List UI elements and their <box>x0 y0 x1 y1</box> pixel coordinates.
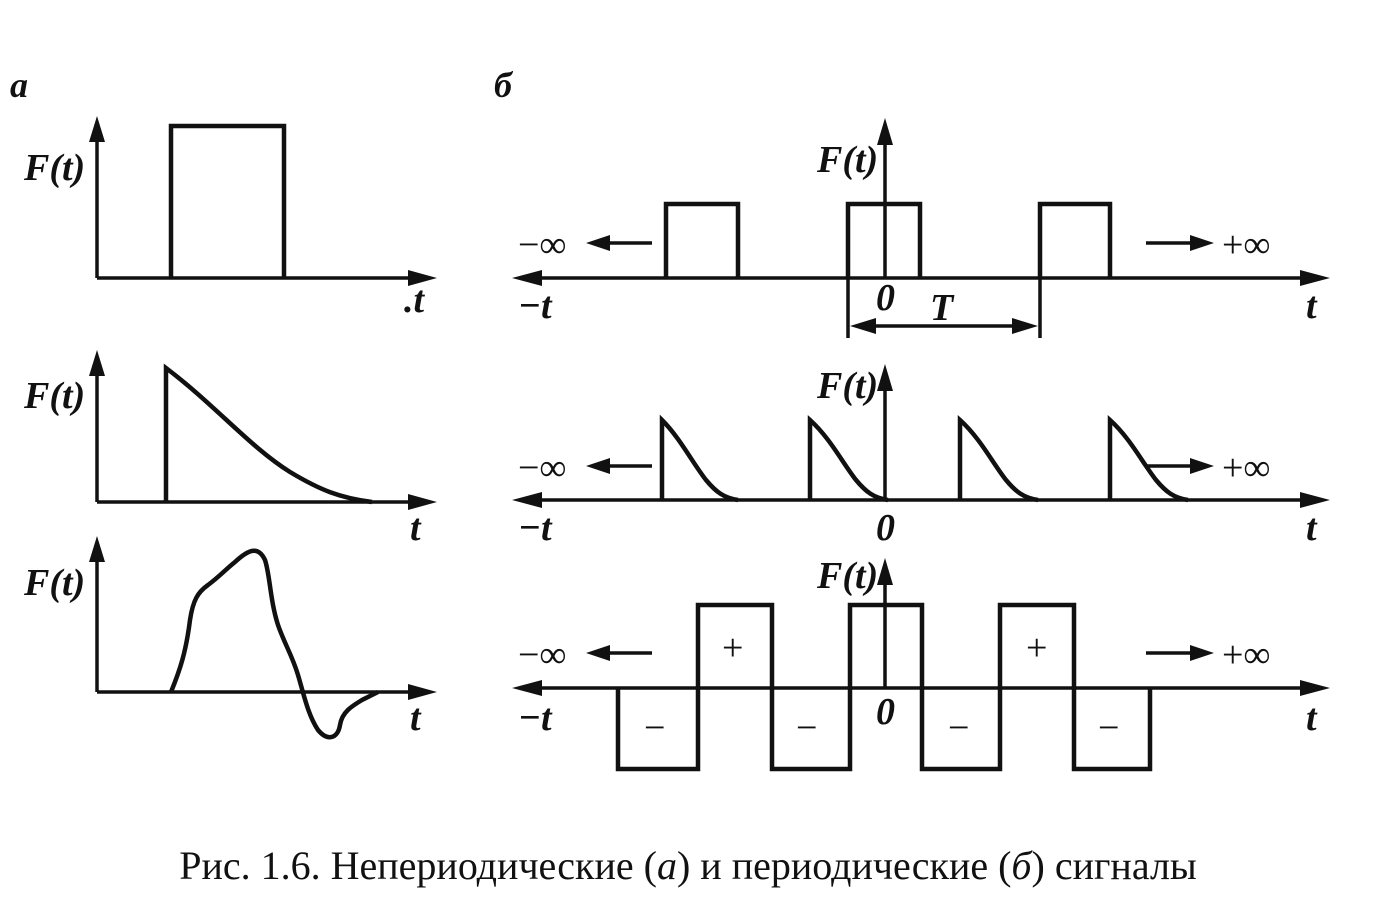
x-arrowhead <box>408 494 437 510</box>
x-arrowhead-right <box>1300 680 1330 696</box>
exp-pulse-1 <box>659 414 739 503</box>
minus-t-label: −t <box>518 285 553 327</box>
f-of-t-label: F(t) <box>23 562 85 604</box>
plus-infinity-label: +∞ <box>1222 447 1271 489</box>
minus-t-label: −t <box>518 697 553 739</box>
aperiodic-rect-plot: F(t) .t <box>23 116 437 321</box>
aperiodic-arbitrary-plot: F(t) t <box>23 536 437 740</box>
zero-label: 0 <box>876 691 895 733</box>
y-arrowhead <box>89 116 105 142</box>
plus-infinity-label: +∞ <box>1222 634 1271 676</box>
x-arrowhead-left <box>512 492 542 508</box>
left-direction-arrowhead <box>586 645 610 661</box>
exp-pulse-3 <box>957 414 1039 503</box>
f-of-t-label: F(t) <box>23 147 85 189</box>
pulse-2 <box>845 201 923 278</box>
exp-pulse <box>163 363 373 505</box>
minus-sign-2: − <box>796 707 817 749</box>
panel-label-a: а <box>10 65 28 105</box>
left-direction-arrowhead <box>586 235 610 251</box>
y-arrowhead <box>89 350 105 376</box>
x-arrowhead-right <box>1300 270 1330 286</box>
period-label: T <box>930 287 955 329</box>
period-arrowhead-left <box>850 318 876 334</box>
t-label: .t <box>404 279 426 321</box>
t-label: t <box>410 697 422 739</box>
minus-infinity-label: −∞ <box>518 634 567 676</box>
y-arrowhead <box>877 118 893 145</box>
minus-infinity-label: −∞ <box>518 447 567 489</box>
f-of-t-label: F(t) <box>23 375 85 417</box>
zero-label: 0 <box>876 277 895 319</box>
f-of-t-label: F(t) <box>816 555 878 597</box>
right-direction-arrowhead <box>1190 235 1214 251</box>
x-arrowhead-right <box>1300 492 1330 508</box>
right-direction-arrowhead <box>1190 458 1214 474</box>
exp-pulse-4 <box>1107 414 1189 503</box>
exp-pulse-2 <box>807 414 889 503</box>
x-arrowhead <box>408 270 437 286</box>
caption-suffix: ) сигналы <box>1031 843 1197 888</box>
aperiodic-exp-plot: F(t) t <box>23 350 437 549</box>
minus-t-label: −t <box>518 507 553 549</box>
t-label: t <box>1306 285 1318 327</box>
t-label: t <box>410 507 422 549</box>
periodic-alternating-plot: F(t) 0 −t t + + − − − − −∞ +∞ <box>512 555 1330 772</box>
caption-middle: ) и периодические ( <box>676 843 1012 888</box>
minus-sign-3: − <box>948 707 969 749</box>
pulse-1 <box>663 201 741 278</box>
plus-sign-2: + <box>1026 627 1047 669</box>
t-label: t <box>1306 507 1318 549</box>
x-arrowhead <box>408 684 437 700</box>
y-arrowhead <box>877 558 893 585</box>
f-of-t-label: F(t) <box>816 365 878 407</box>
figure-caption: Рис. 1.6. Непериодические (а) и периодич… <box>0 842 1376 889</box>
minus-infinity-label: −∞ <box>518 224 567 266</box>
x-arrowhead-left <box>512 270 542 286</box>
pulse-3 <box>1037 201 1113 278</box>
plus-infinity-label: +∞ <box>1222 224 1271 266</box>
x-arrowhead-left <box>512 680 542 696</box>
t-label: t <box>1306 697 1318 739</box>
caption-b: б <box>1011 843 1032 888</box>
periodic-rect-plot: T F(t) 0 −t t −∞ +∞ <box>512 118 1330 338</box>
right-direction-arrowhead <box>1190 645 1214 661</box>
rect-pulse <box>168 123 287 278</box>
y-arrowhead <box>877 364 893 391</box>
caption-prefix: Рис. 1.6. Непериодические ( <box>179 843 657 888</box>
plus-sign-1: + <box>722 627 743 669</box>
minus-sign-4: − <box>1098 707 1119 749</box>
y-arrowhead <box>89 536 105 562</box>
caption-a: а <box>656 843 677 888</box>
panel-label-b: б <box>494 65 514 105</box>
periodic-exp-plot: F(t) 0 −t t −∞ +∞ <box>512 364 1330 549</box>
left-direction-arrowhead <box>586 458 610 474</box>
minus-sign-1: − <box>644 707 665 749</box>
zero-label: 0 <box>876 507 895 549</box>
period-arrowhead-right <box>1012 318 1038 334</box>
alternating-waveform <box>615 602 1153 772</box>
arbitrary-pulse <box>168 548 380 740</box>
f-of-t-label: F(t) <box>816 139 878 181</box>
